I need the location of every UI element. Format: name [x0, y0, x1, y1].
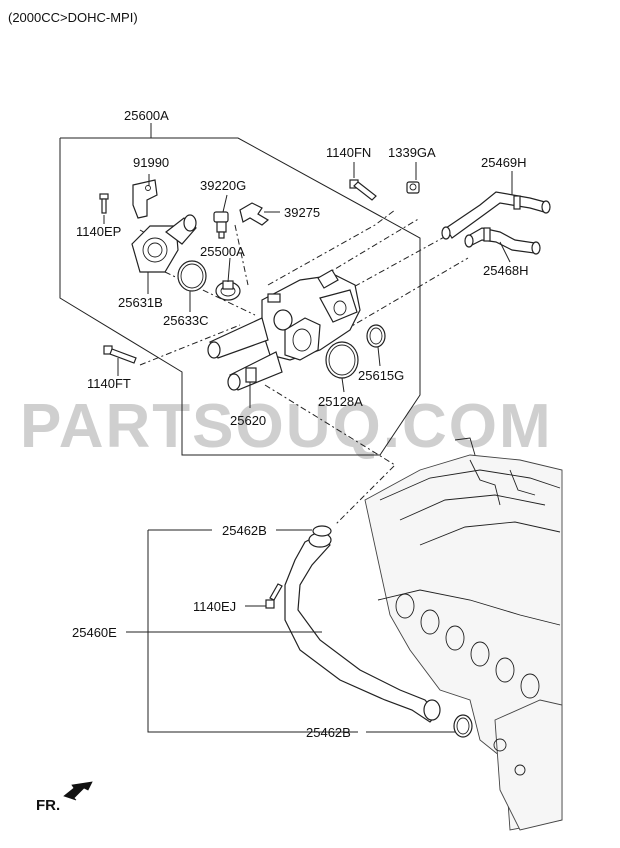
label-1140EP: 1140EP: [76, 224, 121, 239]
label-25631B: 25631B: [118, 295, 163, 310]
ring-25462B-top: [312, 525, 332, 537]
inlet-cover-25631B: [131, 214, 197, 273]
dash-hose-upper: [329, 234, 449, 301]
label-25460E: 25460E: [72, 625, 117, 640]
label-25500A: 25500A: [200, 244, 245, 259]
label-25128A: 25128A: [318, 394, 363, 409]
leader-lines: [103, 162, 513, 733]
gasket-25633C: [177, 260, 207, 292]
bolt-1140FN: [349, 179, 377, 201]
arrow-down-left-icon: [63, 781, 93, 801]
label-25468H: 25468H: [483, 263, 529, 278]
dash-hose-lower: [344, 257, 469, 331]
dash-1140FT: [139, 324, 241, 366]
hose-25468H: [464, 227, 541, 255]
clip-39275: [239, 202, 270, 226]
bolt-1140EP: [99, 193, 109, 214]
nut-1339GA: [406, 181, 420, 194]
engine-block: [364, 437, 563, 831]
label-25462B-bottom: 25462B: [306, 725, 351, 740]
label-25469H: 25469H: [481, 155, 527, 170]
oring-25128A: [325, 341, 359, 379]
label-25615G: 25615G: [358, 368, 404, 383]
bolt-1140FT: [103, 345, 137, 364]
label-1140EJ: 1140EJ: [193, 599, 236, 614]
label-1140FT: 1140FT: [87, 376, 131, 391]
sensor-39220G: [213, 211, 229, 239]
label-1140FN: 1140FN: [326, 145, 371, 160]
dash-1140FN: [267, 209, 396, 286]
hose-25469H: [441, 191, 551, 240]
bolt-1140EJ: [265, 583, 283, 609]
housing-25620: [207, 269, 361, 391]
label-25620: 25620: [230, 413, 266, 428]
label-1339GA: 1339GA: [388, 145, 436, 160]
dash-sensor: [234, 224, 249, 286]
label-25600A: 25600A: [124, 108, 169, 123]
label-25633C: 25633C: [163, 313, 209, 328]
bracket-91990: [132, 179, 158, 219]
direction-label: FR.: [36, 797, 60, 814]
label-39220G: 39220G: [200, 178, 246, 193]
label-91990: 91990: [133, 155, 169, 170]
hose-25460E: [284, 532, 441, 723]
watermark: PARTSOUQ.COM: [20, 392, 553, 461]
diagram-header: (2000CC>DOHC-MPI): [8, 10, 138, 25]
assembly-outline: [59, 137, 421, 456]
label-39275: 39275: [284, 205, 320, 220]
label-25462B-top: 25462B: [222, 523, 267, 538]
thermostat-25500A: [215, 280, 241, 301]
